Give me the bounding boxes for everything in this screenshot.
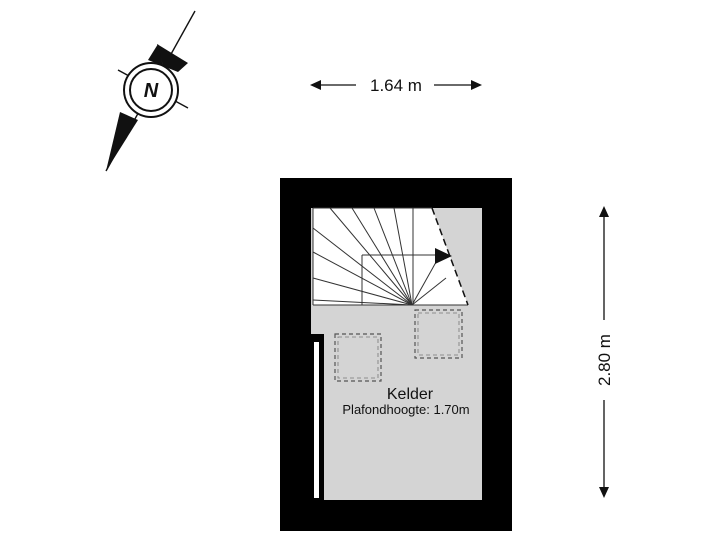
width-dimension: 1.64 m xyxy=(310,76,482,95)
ceiling-height-label: Plafondhoogte: 1.70m xyxy=(342,402,469,417)
dashed-fixture-left xyxy=(334,333,382,382)
compass-north-icon: N xyxy=(105,10,196,172)
compass-letter: N xyxy=(144,80,159,102)
width-dimension-label: 1.64 m xyxy=(370,76,422,95)
stair-direction-arrow-icon xyxy=(435,248,452,264)
dashed-fixture-right xyxy=(414,309,463,359)
height-dimension: 2.80 m xyxy=(595,206,614,498)
staircase xyxy=(312,207,469,306)
height-dimension-label: 2.80 m xyxy=(595,334,614,386)
window-slot xyxy=(314,342,319,498)
room-name: Kelder xyxy=(387,386,434,403)
